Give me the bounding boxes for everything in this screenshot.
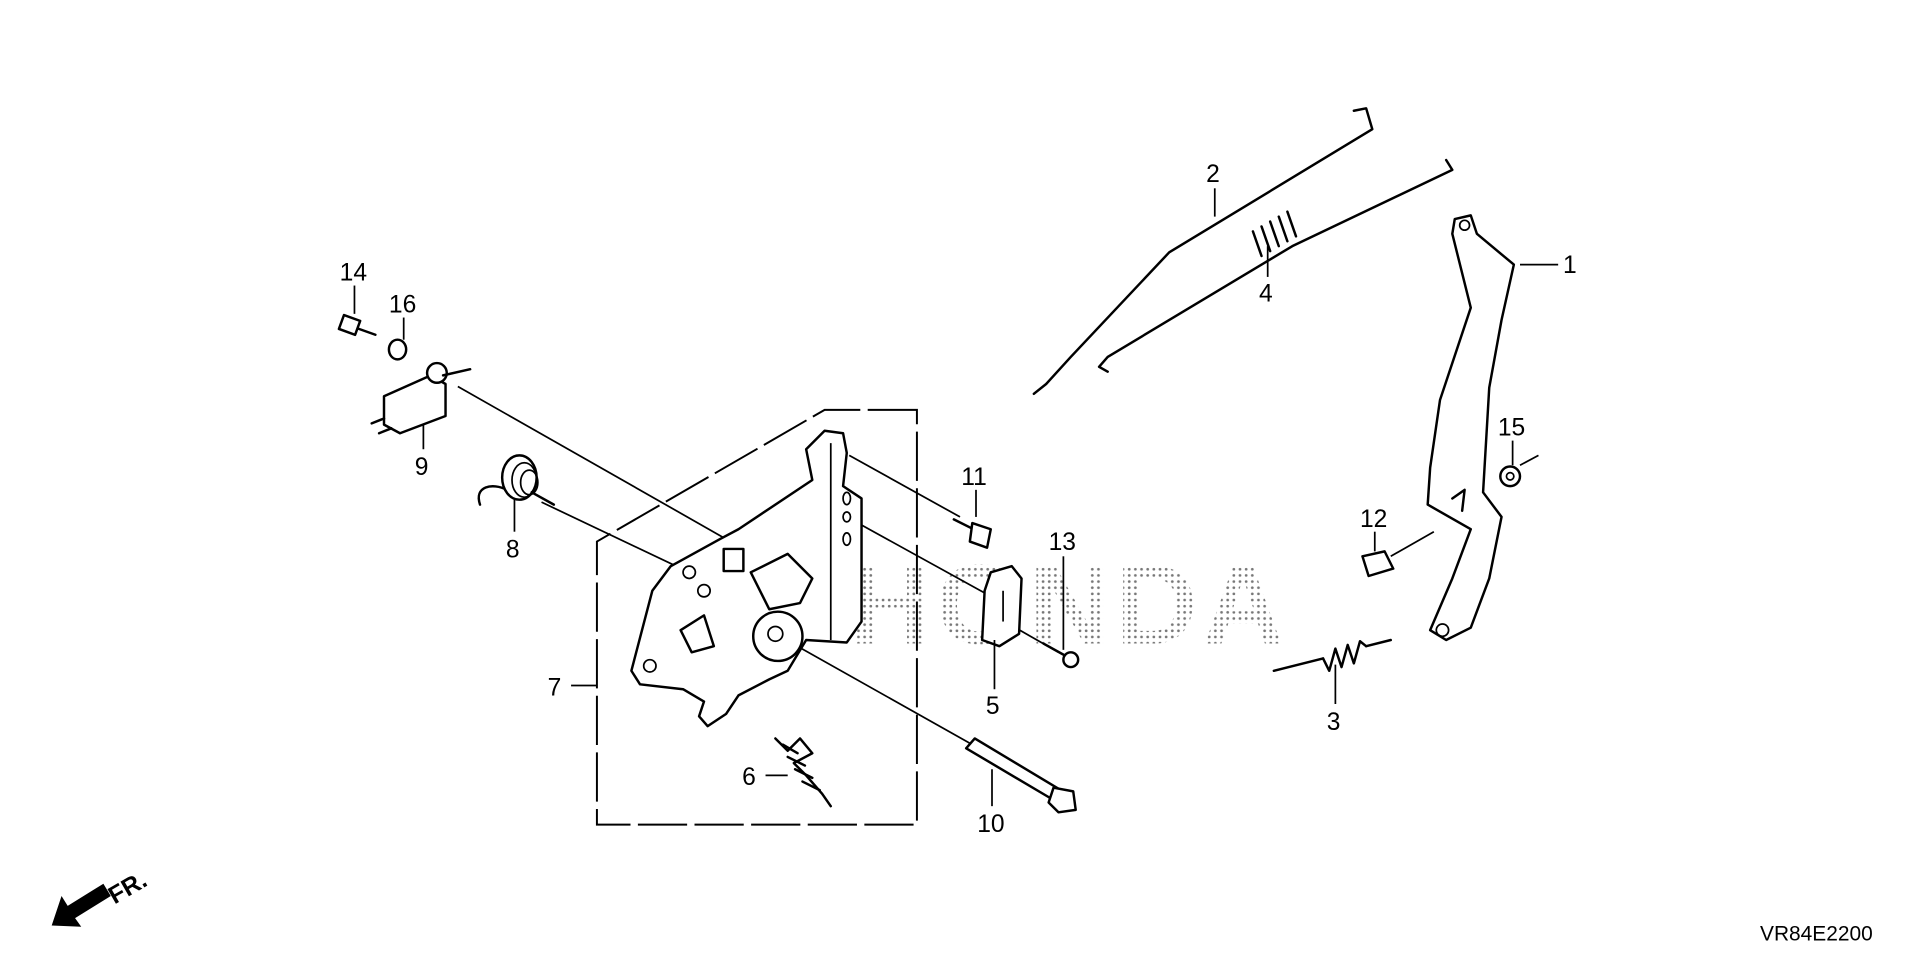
diagram-code: VR84E2200 (1760, 922, 1873, 945)
part-2-rod (1032, 107, 1374, 396)
callout-16: 16 (389, 292, 416, 319)
part-5-bracket (980, 564, 1023, 648)
callout-10: 10 (977, 811, 1004, 838)
part-15-nut (1499, 465, 1522, 488)
callout-9: 9 (415, 454, 429, 481)
part-6-spring (774, 737, 833, 808)
part-12-block (1361, 550, 1395, 578)
callout-3: 3 (1327, 709, 1341, 736)
callout-leaders (353, 188, 1559, 807)
part-11-bolt (952, 518, 993, 549)
callout-15: 15 (1498, 415, 1525, 442)
part-4-rod-with-spring (1097, 158, 1454, 373)
part-13-screw (1042, 642, 1080, 669)
callout-8: 8 (506, 537, 520, 564)
part-1-lever (1426, 214, 1516, 642)
callout-14: 14 (340, 260, 367, 287)
callout-4: 4 (1259, 281, 1273, 308)
front-arrow-icon (51, 883, 111, 927)
part-7-control-plate-assembly (595, 408, 918, 826)
front-label: FR. (104, 867, 152, 910)
assembly-leader-lines (457, 385, 1539, 746)
part-16-washer (387, 338, 408, 361)
callout-13: 13 (1049, 529, 1076, 556)
callout-labels: 1 2 3 4 5 6 7 8 9 10 11 12 13 14 15 16 (340, 161, 1577, 838)
callout-6: 6 (742, 764, 756, 791)
part-3-spring (1272, 638, 1393, 673)
callout-2: 2 (1206, 161, 1220, 188)
callout-7: 7 (548, 674, 562, 701)
callout-5: 5 (986, 693, 1000, 720)
honda-watermark: HONDA (849, 541, 1289, 668)
callout-11: 11 (961, 464, 987, 491)
front-direction-indicator: FR. (51, 867, 152, 927)
part-14-bolt (337, 313, 377, 337)
part-9-switch (370, 361, 472, 435)
part-8-torsion-spring (477, 454, 556, 506)
part-10-bolt (964, 737, 1077, 814)
callout-12: 12 (1360, 506, 1387, 533)
callout-1: 1 (1563, 252, 1577, 279)
